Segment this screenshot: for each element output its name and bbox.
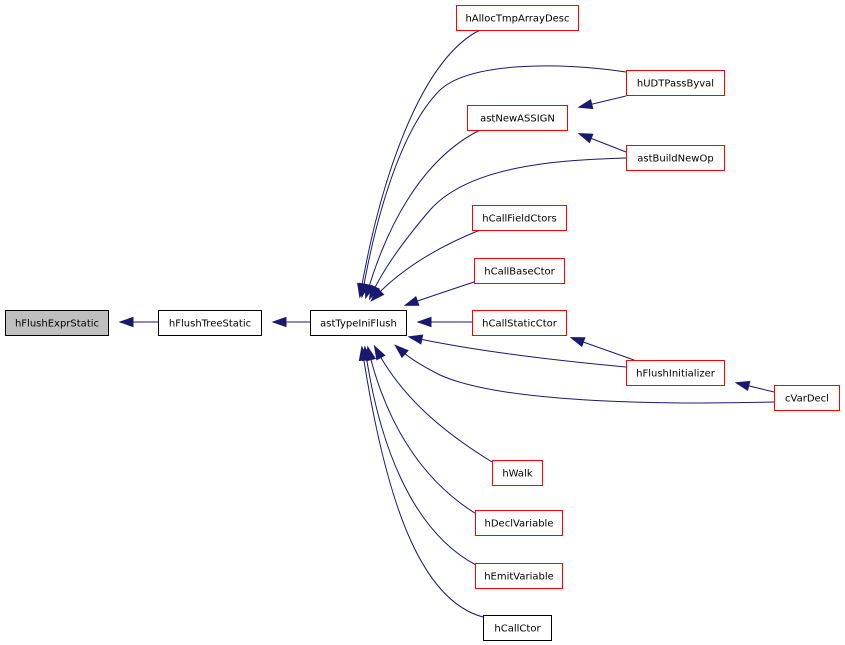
node-box bbox=[774, 385, 840, 411]
node-box bbox=[492, 460, 543, 486]
node-label: hCallFieldCtors bbox=[482, 214, 556, 225]
node-label: hDeclVariable bbox=[485, 519, 554, 530]
node-label: astBuildNewOp bbox=[637, 154, 713, 165]
edge-h-alloc-tmp-array-desc-to-ast-type-ini-flush bbox=[357, 29, 481, 299]
arrowhead-icon bbox=[118, 316, 134, 328]
node-label: hCallBaseCtor bbox=[484, 267, 555, 278]
arrowhead-icon bbox=[271, 316, 287, 328]
edge-ast-type-ini-flush-to-h-flush-tree-static bbox=[271, 316, 310, 328]
edge-ast-new-assign-to-ast-type-ini-flush bbox=[364, 129, 481, 300]
arrowhead-icon bbox=[577, 133, 594, 144]
node-ast-build-new-op[interactable]: astBuildNewOp bbox=[626, 145, 725, 171]
edge-h-call-ctor-to-ast-type-ini-flush bbox=[358, 345, 484, 618]
edge-line bbox=[361, 65, 627, 297]
node-label: hCallCtor bbox=[494, 624, 541, 635]
edge-line bbox=[367, 347, 479, 516]
edge-line bbox=[365, 129, 481, 298]
node-box bbox=[472, 205, 567, 231]
arrowhead-icon bbox=[394, 344, 409, 359]
node-box bbox=[467, 105, 568, 131]
arrowhead-icon bbox=[358, 345, 370, 362]
node-h-call-field-ctors[interactable]: hCallFieldCtors bbox=[472, 205, 567, 231]
node-label: hUDTPassByval bbox=[637, 79, 714, 90]
edge-line bbox=[409, 336, 627, 368]
edge-h-flush-initializer-to-h-call-static-ctor bbox=[569, 337, 635, 361]
node-box bbox=[626, 145, 725, 171]
node-ast-type-ini-flush[interactable]: astTypeIniFlush bbox=[310, 310, 407, 336]
node-label: hFlushInitializer bbox=[636, 369, 716, 380]
node-label: astTypeIniFlush bbox=[320, 319, 397, 330]
node-h-alloc-tmp-array-desc[interactable]: hAllocTmpArrayDesc bbox=[456, 5, 579, 31]
node-label: hFlushExprStatic bbox=[15, 319, 99, 330]
edge-h-flush-tree-static-to-h-flush-expr-static bbox=[118, 316, 158, 328]
edge-line bbox=[395, 345, 775, 404]
edges-layer bbox=[118, 29, 775, 618]
edge-h-flush-initializer-to-ast-type-ini-flush bbox=[407, 334, 627, 368]
node-box bbox=[483, 615, 552, 641]
edge-line bbox=[364, 347, 477, 566]
edge-h-call-base-ctor-to-ast-type-ini-flush bbox=[403, 281, 475, 306]
node-box bbox=[475, 563, 563, 589]
node-h-walk[interactable]: hWalk bbox=[492, 460, 543, 486]
edge-h-udtpass-byval-to-ast-new-assign bbox=[577, 95, 627, 110]
arrowhead-icon bbox=[416, 316, 432, 328]
edge-line bbox=[361, 347, 484, 618]
edge-h-call-field-ctors-to-ast-type-ini-flush bbox=[370, 229, 481, 302]
node-h-call-ctor[interactable]: hCallCtor bbox=[483, 615, 552, 641]
edge-h-walk-to-ast-type-ini-flush bbox=[373, 344, 493, 463]
node-h-emit-variable[interactable]: hEmitVariable bbox=[475, 563, 563, 589]
node-box bbox=[475, 510, 563, 536]
arrowhead-icon bbox=[734, 380, 751, 392]
arrowhead-icon bbox=[403, 295, 420, 306]
arrowhead-icon bbox=[577, 99, 594, 110]
node-h-flush-tree-static[interactable]: hFlushTreeStatic bbox=[158, 310, 262, 336]
node-box bbox=[472, 310, 567, 336]
node-label: hEmitVariable bbox=[484, 572, 554, 583]
node-h-flush-initializer[interactable]: hFlushInitializer bbox=[626, 360, 725, 386]
edge-line bbox=[374, 346, 493, 463]
node-h-call-static-ctor[interactable]: hCallStaticCtor bbox=[472, 310, 567, 336]
node-label: hFlushTreeStatic bbox=[169, 319, 251, 330]
node-label: astNewASSIGN bbox=[480, 114, 555, 125]
node-box bbox=[456, 5, 579, 31]
arrowhead-icon bbox=[373, 344, 386, 361]
edge-c-var-decl-to-ast-type-ini-flush bbox=[394, 344, 775, 404]
node-box bbox=[626, 70, 725, 96]
node-box bbox=[310, 310, 407, 336]
node-label: cVarDecl bbox=[785, 394, 829, 405]
edge-h-call-static-ctor-to-ast-type-ini-flush bbox=[416, 316, 472, 328]
node-box bbox=[626, 360, 725, 386]
edge-h-emit-variable-to-ast-type-ini-flush bbox=[361, 345, 477, 566]
node-box bbox=[5, 310, 109, 336]
edge-line bbox=[369, 157, 627, 299]
node-c-var-decl[interactable]: cVarDecl bbox=[774, 385, 840, 411]
node-h-decl-variable[interactable]: hDeclVariable bbox=[475, 510, 563, 536]
nodes-layer: hFlushExprStatic hFlushTreeStatic astTypeI… bbox=[5, 5, 840, 641]
node-ast-new-assign[interactable]: astNewASSIGN bbox=[467, 105, 568, 131]
node-label: hWalk bbox=[502, 469, 532, 480]
arrowhead-icon bbox=[407, 334, 424, 345]
node-h-udtpass-byval[interactable]: hUDTPassByval bbox=[626, 70, 725, 96]
arrowhead-icon bbox=[370, 287, 385, 302]
node-h-call-base-ctor[interactable]: hCallBaseCtor bbox=[474, 258, 565, 284]
edge-ast-build-new-op-to-ast-new-assign bbox=[577, 133, 627, 153]
edge-c-var-decl-to-h-flush-initializer bbox=[734, 380, 775, 393]
node-box bbox=[474, 258, 565, 284]
edge-line bbox=[359, 29, 481, 297]
node-label: hAllocTmpArrayDesc bbox=[465, 14, 569, 25]
node-label: hCallStaticCtor bbox=[482, 319, 558, 330]
node-box bbox=[158, 310, 262, 336]
node-h-flush-expr-static: hFlushExprStatic bbox=[5, 310, 109, 336]
arrowhead-icon bbox=[569, 337, 586, 348]
